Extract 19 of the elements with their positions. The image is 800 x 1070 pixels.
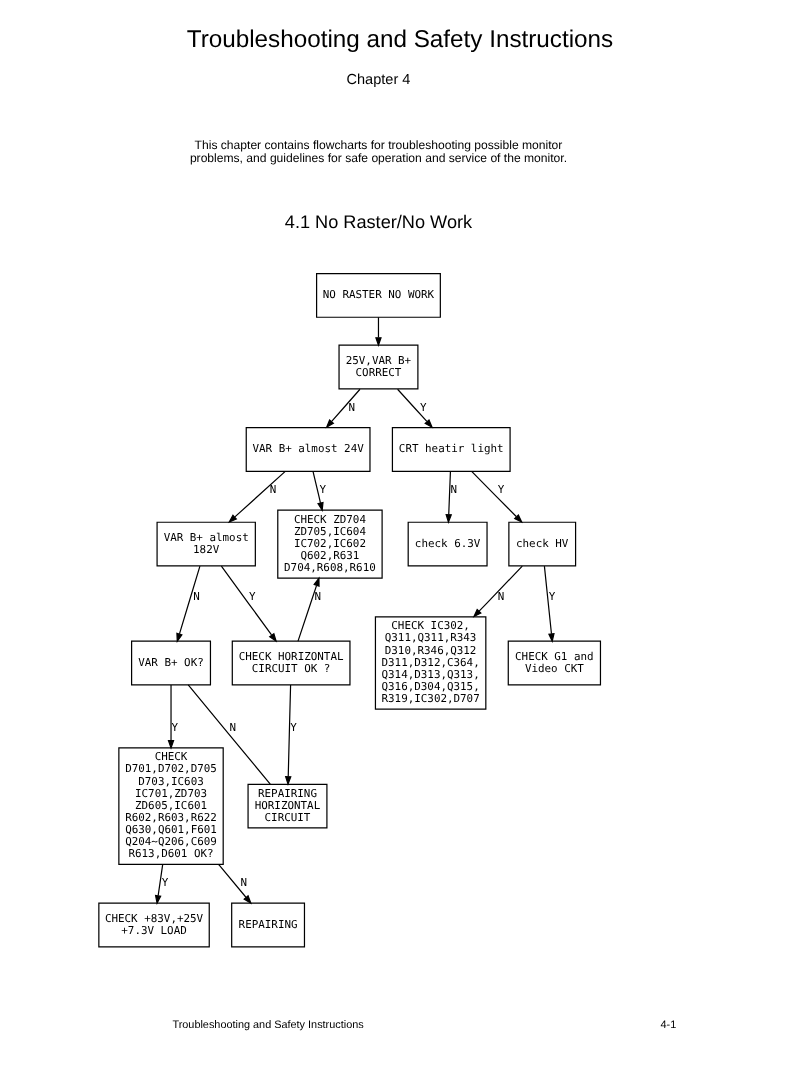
arrow — [220, 565, 278, 643]
arrow — [312, 471, 324, 512]
arrow — [218, 863, 252, 905]
diagram-title: Troubleshooting and Safety Instructions — [186, 24, 614, 53]
arrow — [227, 471, 286, 524]
label: 4.1 No Raster/No Work — [284, 212, 473, 233]
arrow — [297, 576, 320, 642]
arrow — [284, 684, 292, 786]
arrow — [471, 471, 523, 524]
arrow — [397, 388, 434, 429]
arrow — [375, 316, 382, 347]
arrow — [445, 471, 453, 524]
arrow — [176, 565, 201, 643]
arrow — [325, 388, 361, 429]
arrow — [543, 565, 555, 643]
arrow — [472, 565, 523, 618]
arrow — [154, 863, 164, 905]
arrow — [167, 684, 175, 750]
connector — [187, 684, 271, 785]
